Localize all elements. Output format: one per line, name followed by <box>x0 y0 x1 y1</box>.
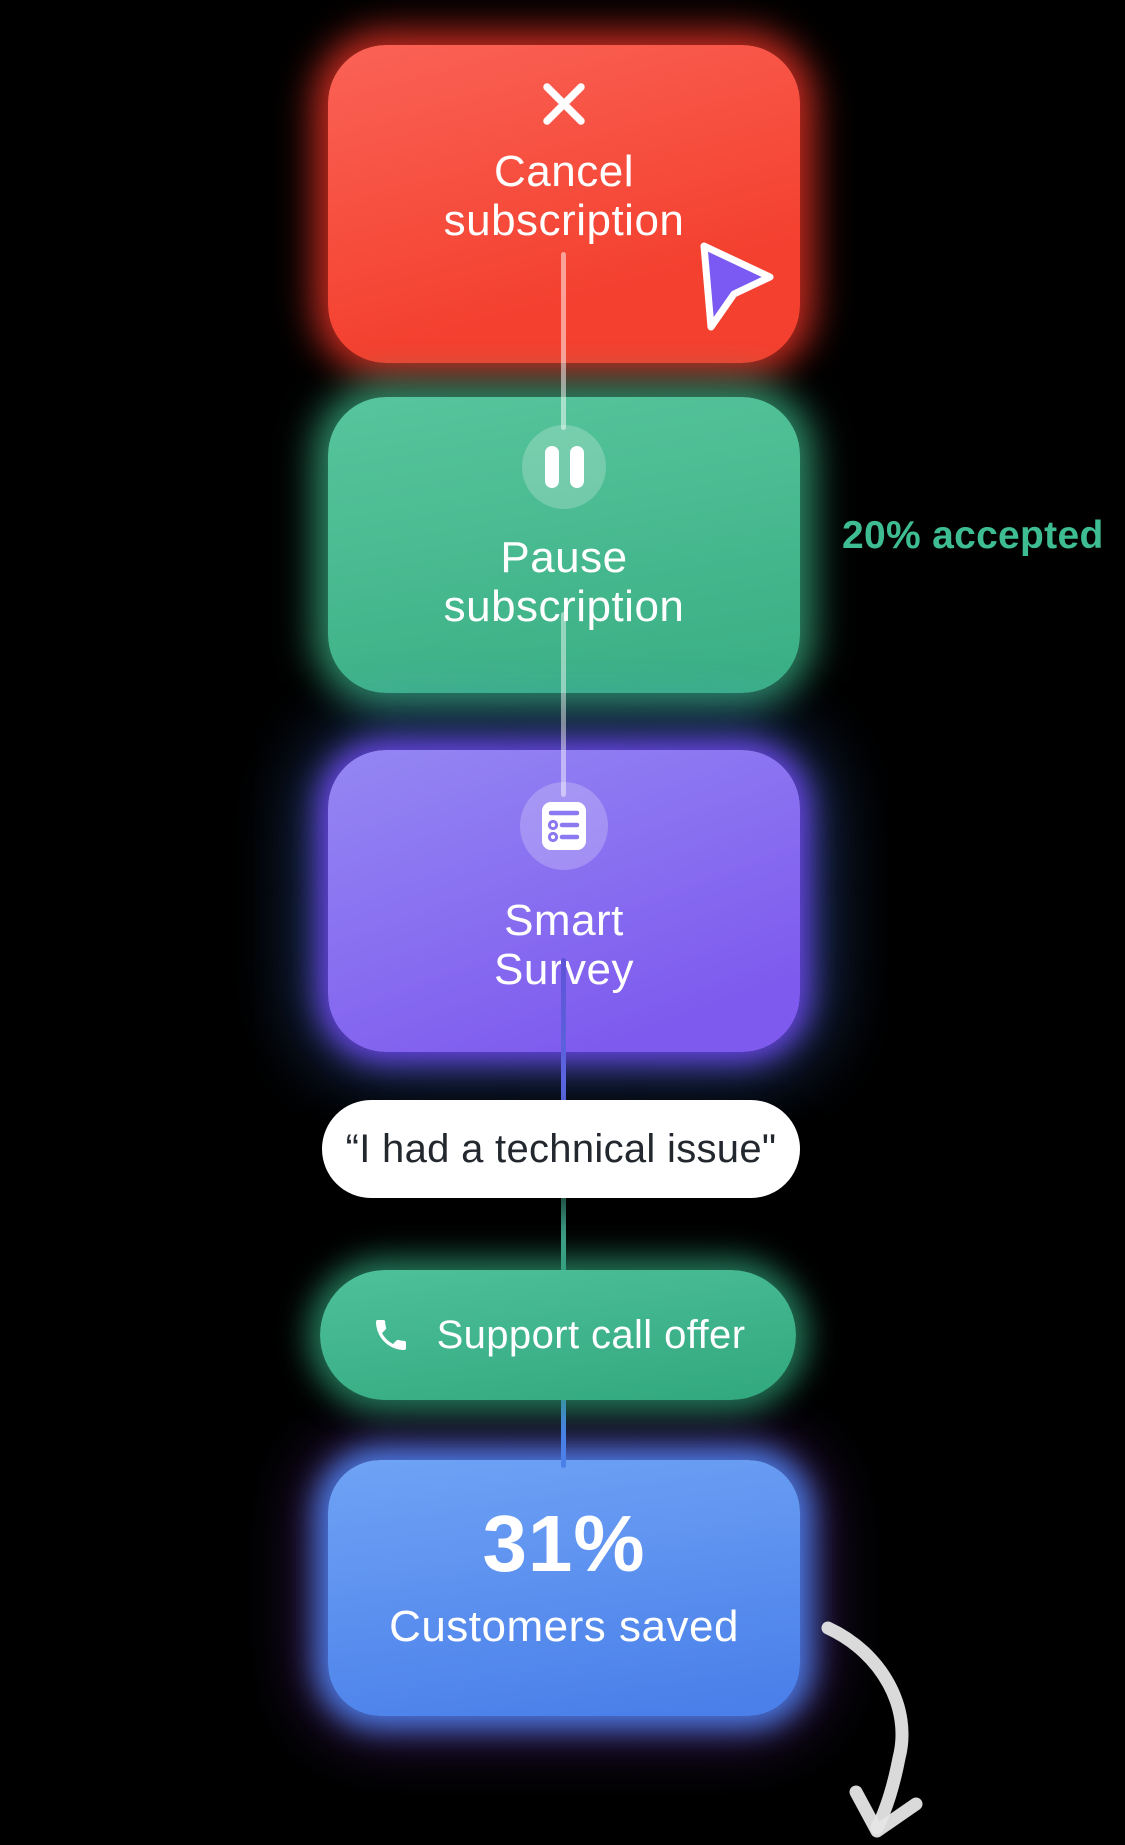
node-support-call-offer[interactable]: Support call offer <box>320 1270 796 1400</box>
saved-percentage-value: 31% <box>482 1499 646 1588</box>
curved-arrow-icon <box>792 1598 932 1845</box>
node-label-line2: subscription <box>443 196 685 245</box>
accepted-rate-annotation: 20% accepted <box>842 514 1104 557</box>
support-call-offer-label: Support call offer <box>436 1312 746 1357</box>
pause-bar-right <box>569 446 584 488</box>
node-label-pause: Pause subscription <box>444 533 685 631</box>
node-label-cancel: Cancel subscription <box>444 147 685 245</box>
x-icon <box>537 77 591 131</box>
connector-quote-to-support <box>561 1192 566 1278</box>
node-label-line1: Pause <box>500 533 628 582</box>
connector-survey-to-quote <box>561 958 566 1104</box>
pause-bar-left <box>544 446 559 488</box>
survey-answer-pill[interactable]: “I had a technical issue" <box>322 1100 800 1198</box>
connector-support-to-result <box>561 1368 566 1468</box>
node-pause-subscription[interactable]: Pause subscription <box>328 397 800 693</box>
node-customers-saved[interactable]: 31% Customers saved <box>328 1460 800 1716</box>
node-label-line1: Cancel <box>494 147 634 196</box>
survey-answer-text: “I had a technical issue" <box>345 1126 777 1171</box>
phone-icon <box>371 1315 411 1355</box>
saved-percentage-label: Customers saved <box>389 1602 739 1651</box>
survey-icon <box>520 782 608 870</box>
connector-pause-to-survey <box>561 612 566 797</box>
node-label-line2: subscription <box>443 582 685 631</box>
pause-icon <box>522 425 606 509</box>
node-label-line1: Smart <box>504 896 624 945</box>
connector-cancel-to-pause <box>561 252 566 430</box>
cursor-icon <box>678 230 780 345</box>
